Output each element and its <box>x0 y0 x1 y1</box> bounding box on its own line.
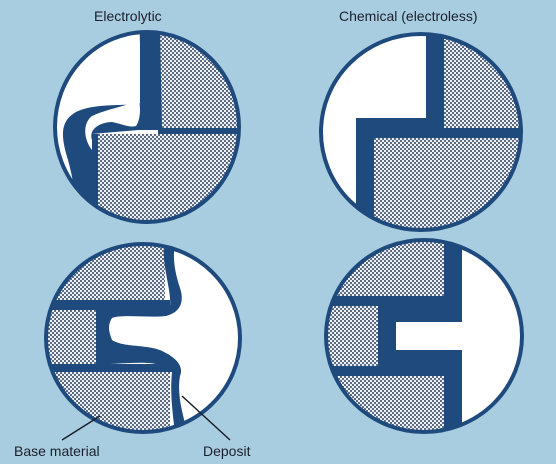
deposit-label: Deposit <box>203 443 251 459</box>
electrolytic-title: Electrolytic <box>94 8 162 24</box>
electroless-title: Chemical (electroless) <box>339 8 478 24</box>
deposit-layer <box>326 296 462 306</box>
deposit-layer <box>90 134 98 222</box>
deposit-layer <box>96 310 104 364</box>
deposit-layer <box>46 300 170 310</box>
electroless-slot-circle <box>324 238 524 434</box>
deposit-layer <box>356 118 444 138</box>
base-material-block <box>326 306 378 366</box>
base-material-block <box>444 34 521 128</box>
deposit-layer <box>426 34 444 138</box>
deposit-leader-line <box>181 395 231 441</box>
deposit-layer <box>378 306 396 366</box>
base-material-block <box>46 310 96 364</box>
deposit-bulge <box>63 32 162 222</box>
electrolytic-corner-circle <box>53 30 241 224</box>
deposit-bulge <box>104 244 188 432</box>
electroless-corner-circle <box>319 32 523 232</box>
base-material-leader-line <box>61 415 101 441</box>
deposit-layer <box>46 364 175 372</box>
circle-outline <box>44 242 242 434</box>
deposit-layer <box>444 128 521 138</box>
base-material-label: Base material <box>14 443 100 459</box>
deposit-cavity <box>85 98 140 150</box>
circle-outline <box>324 238 524 434</box>
deposit-layer <box>326 366 462 376</box>
circle-outline <box>53 30 241 224</box>
deposit-layer <box>396 350 462 366</box>
deposit-layer <box>158 128 239 134</box>
electrolytic-slot-circle <box>44 242 242 434</box>
deposit-layer <box>356 118 374 230</box>
deposit-layer <box>396 306 462 322</box>
circle-outline <box>319 32 523 232</box>
